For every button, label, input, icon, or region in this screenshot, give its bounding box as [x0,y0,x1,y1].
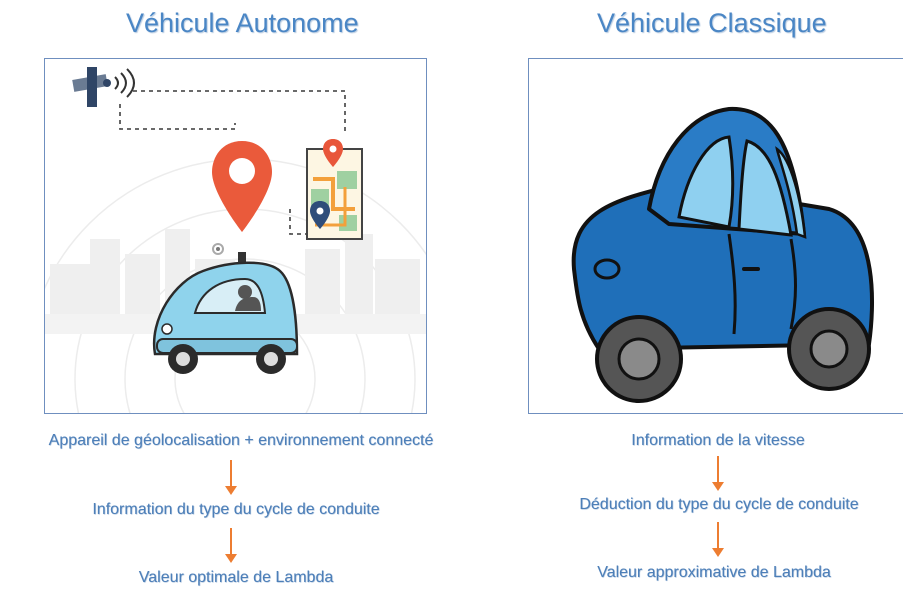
right-step-3: Valeur approximative de Lambda [597,564,831,581]
left-arrow-1 [225,460,237,495]
right-title: Véhicule Classique [597,8,827,38]
map-icon [306,139,363,240]
right-step-1: Information de la vitesse [631,432,805,449]
autonomous-car-image [44,58,427,414]
classic-car-icon [571,106,875,403]
satellite-icon [72,67,135,107]
left-step-1: Appareil de géolocalisation + environnem… [48,432,434,449]
right-arrow-1 [712,456,724,491]
left-step-3: Valeur optimale de Lambda [138,569,334,586]
right-step-2: Déduction du type du cycle de conduite [579,496,859,513]
left-step-2: Information du type du cycle de conduite [92,501,380,518]
location-pin-icon [212,141,272,232]
left-title: Véhicule Autonome [126,8,359,38]
left-arrow-2 [225,528,237,563]
classic-car-image [528,58,903,414]
right-arrow-2 [712,522,724,557]
autonomous-car-icon [152,252,299,374]
